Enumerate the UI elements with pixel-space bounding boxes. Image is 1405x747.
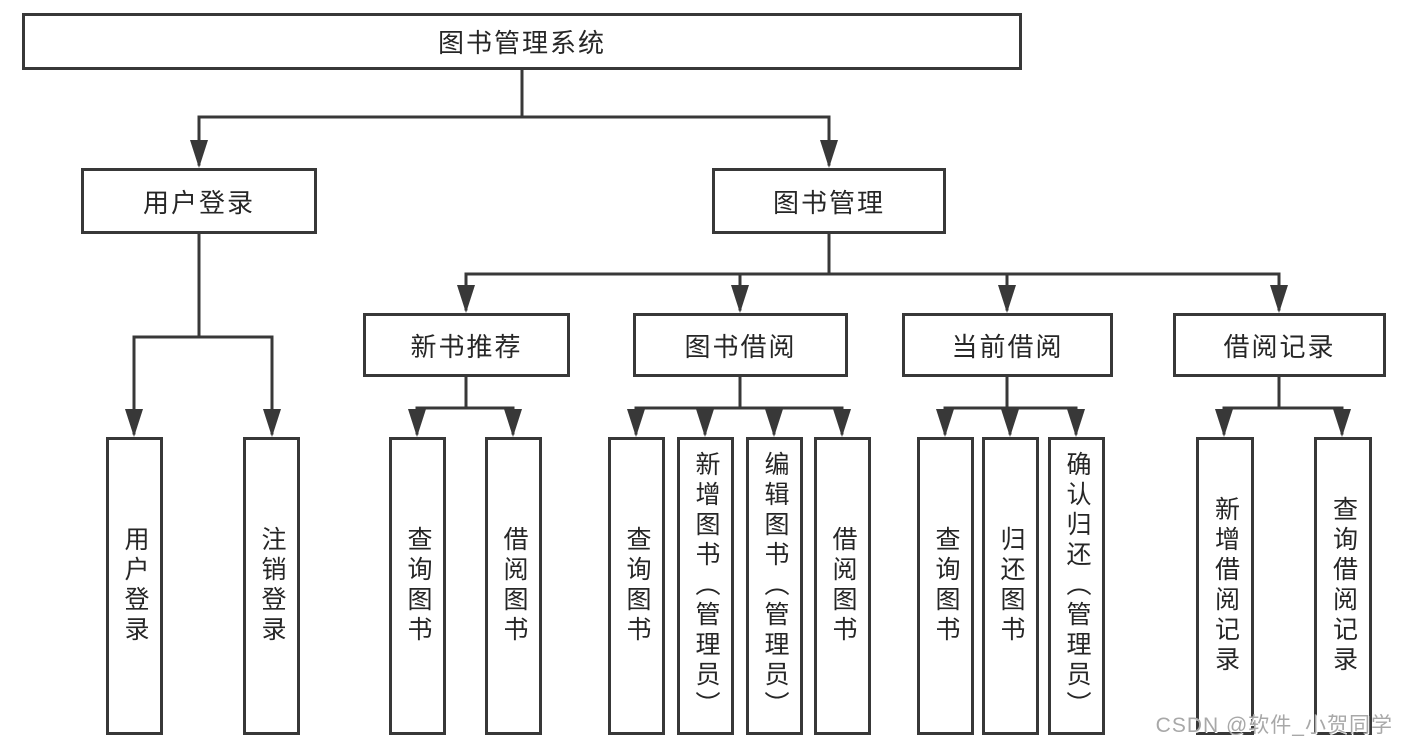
node-confirm-return-admin: 确认归还（管理员） [1048,437,1105,735]
node-book-borrow: 图书借阅 [633,313,848,377]
node-label: 新增图书（管理员） [692,451,720,721]
node-label: 新书推荐 [410,331,523,362]
node-user-login-action: 用户登录 [106,437,163,735]
node-query-books-borrow: 查询图书 [608,437,665,735]
connector-root-to-level2 [190,67,838,168]
connector-borrow-records-to-leaves [1215,374,1351,437]
connector-current-borrow-to-leaves [936,374,1085,437]
node-borrow-records: 借阅记录 [1173,313,1386,377]
node-label: 新增借阅记录 [1211,496,1240,676]
node-label: 图书管理系统 [437,28,606,58]
node-new-book-recommend: 新书推荐 [363,313,570,377]
node-label: 借阅记录 [1223,331,1336,362]
node-library-management-system: 图书管理系统 [22,13,1022,70]
node-label: 查询图书 [623,526,651,646]
connector-book-borrow-to-leaves [627,374,851,437]
node-label: 注销登录 [258,526,286,646]
node-borrow-books: 借阅图书 [814,437,871,735]
node-user-login: 用户登录 [81,168,317,234]
node-add-books-admin: 新增图书（管理员） [677,437,734,735]
node-query-borrow-record: 查询借阅记录 [1314,437,1372,735]
node-label: 归还图书 [997,526,1025,646]
connector-new-book-recommend-to-leaves [408,374,522,437]
connector-book-management-to-level3 [457,231,1288,313]
node-return-books: 归还图书 [982,437,1039,735]
watermark: CSDN @软件_小贺同学 [1155,714,1393,737]
node-label: 借阅图书 [829,526,857,646]
node-label: 查询借阅记录 [1329,496,1358,676]
node-logout: 注销登录 [243,437,300,735]
node-label: 确认归还（管理员） [1063,451,1091,721]
node-current-borrow: 当前借阅 [902,313,1113,377]
node-label: 查询图书 [404,526,432,646]
node-label: 用户登录 [121,526,149,646]
node-label: 查询图书 [932,526,960,646]
node-query-books-recommend: 查询图书 [389,437,446,735]
connector-user-login-to-leaves [125,231,281,437]
node-query-books-current: 查询图书 [917,437,974,735]
node-label: 图书借阅 [684,331,797,362]
node-label: 编辑图书（管理员） [761,451,789,721]
node-label: 用户登录 [142,187,255,218]
node-add-borrow-record: 新增借阅记录 [1196,437,1254,735]
node-label: 图书管理 [772,187,885,218]
node-borrow-books-recommend: 借阅图书 [485,437,542,735]
node-label: 当前借阅 [951,331,1064,362]
node-label: 借阅图书 [500,526,528,646]
node-book-management: 图书管理 [712,168,946,234]
node-edit-books-admin: 编辑图书（管理员） [746,437,803,735]
